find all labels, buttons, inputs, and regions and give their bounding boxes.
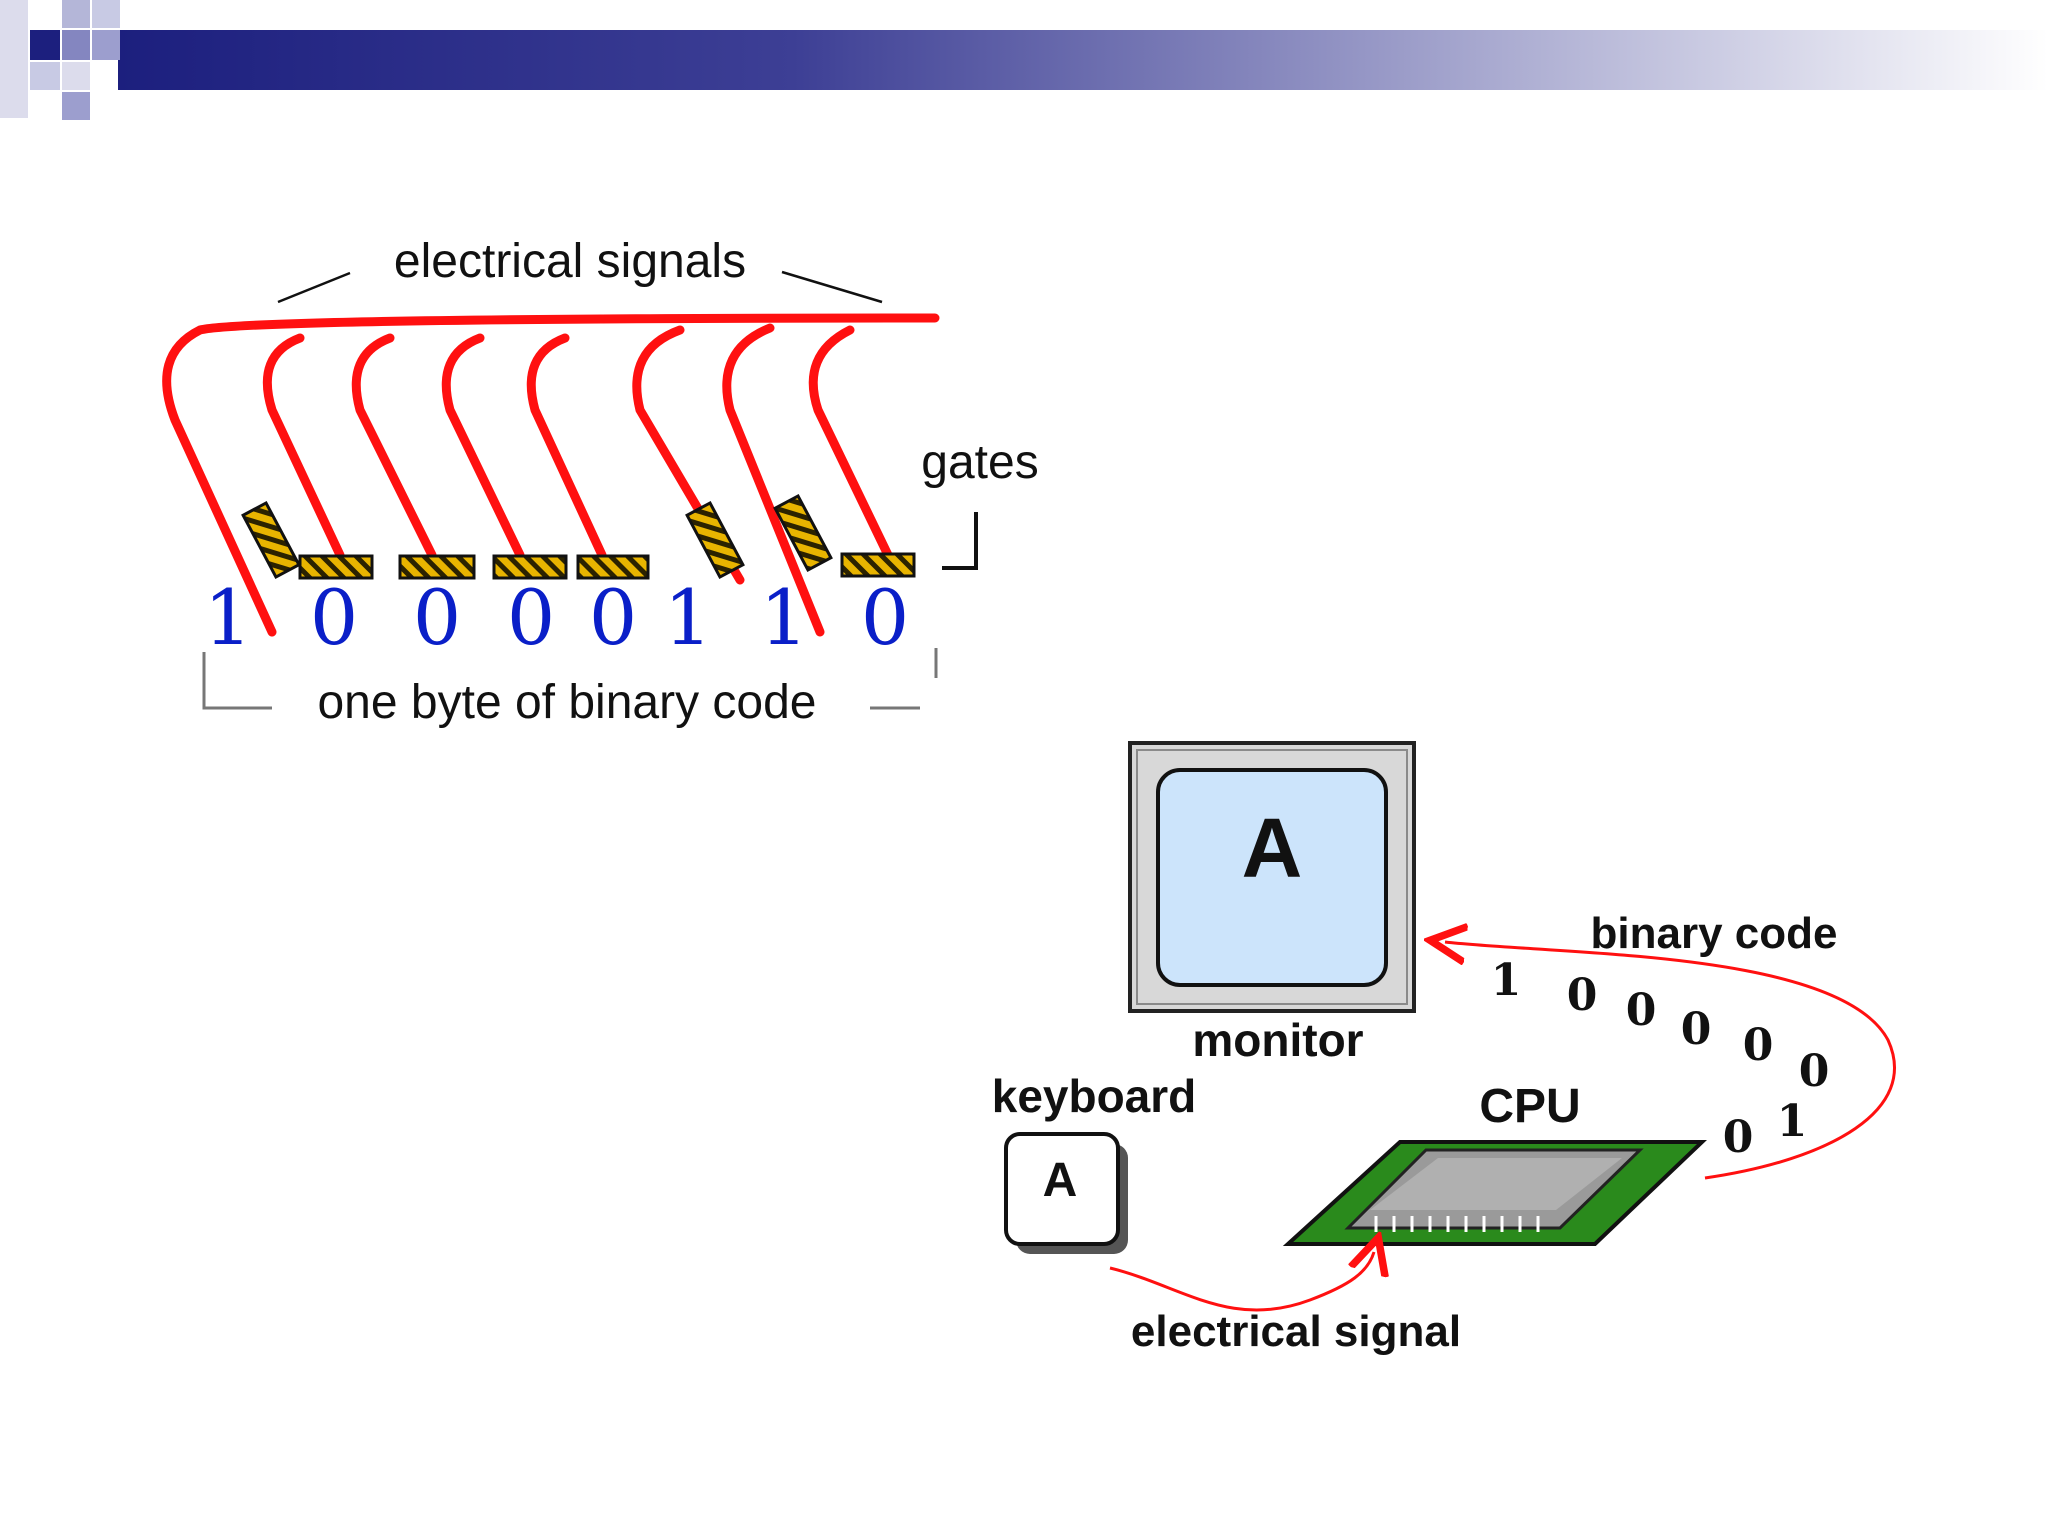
monitor-icon: A	[1128, 741, 1416, 1013]
binary-code-arrow-icon	[1445, 942, 1896, 1180]
cbit-7: 0	[1723, 1112, 1754, 1163]
gate-3	[398, 554, 476, 580]
cbit-1: 1	[1491, 955, 1522, 1006]
bit-5: 0	[589, 573, 637, 662]
gates	[241, 493, 916, 580]
wire-4	[441, 333, 525, 560]
wire-5	[526, 333, 607, 560]
wire-2	[262, 333, 345, 560]
bit-7: 1	[760, 573, 808, 662]
gates-label: gates	[921, 436, 1038, 489]
byte-bits: 1 0 0 0 0 1 1 0	[204, 573, 909, 662]
bit-6: 1	[664, 573, 712, 662]
wire-8	[808, 325, 893, 560]
bit-8: 0	[861, 573, 909, 662]
electrical-signal-arrow-icon	[1109, 1252, 1374, 1312]
cbit-3: 0	[1626, 985, 1657, 1036]
bit-4: 0	[507, 573, 555, 662]
cpu-chip-icon	[1282, 1140, 1707, 1246]
signals-bracket-left	[277, 271, 351, 304]
cbit-5: 0	[1743, 1020, 1774, 1071]
bit-3: 0	[413, 573, 461, 662]
bit-1: 1	[204, 573, 252, 662]
gate-1	[241, 500, 301, 580]
wire-3	[351, 333, 437, 560]
electrical-signal-label: electrical signal	[1131, 1307, 1461, 1356]
gate-5	[576, 554, 650, 580]
monitor-char: A	[1242, 801, 1303, 895]
cbit-4: 0	[1681, 1004, 1712, 1055]
keyboard-label: keyboard	[992, 1070, 1197, 1122]
byte-label: one byte of binary code	[317, 676, 816, 729]
byte-diagram: electrical signals gates	[162, 235, 1039, 729]
gate-7	[773, 493, 833, 573]
cpu-pins	[1374, 1216, 1540, 1232]
signal-wires	[162, 313, 940, 637]
gates-bracket	[942, 512, 978, 570]
bit-2: 0	[310, 573, 358, 662]
key-char: A	[1043, 1154, 1078, 1207]
io-diagram: A monitor keyboard A CPU	[992, 741, 1896, 1356]
gate-2	[298, 554, 374, 580]
cpu-chip-top	[1370, 1158, 1622, 1210]
gate-6	[685, 500, 745, 580]
electrical-signals-label: electrical signals	[394, 235, 746, 288]
signals-bracket-right	[781, 270, 883, 304]
header-squares-icon	[0, 0, 120, 120]
cbit-8: 1	[1777, 1096, 1808, 1147]
byte-bracket	[202, 648, 938, 710]
wire-7	[722, 323, 825, 637]
cpu-label: CPU	[1479, 1080, 1580, 1133]
header-bar	[0, 0, 2048, 120]
binary-code-label: binary code	[1591, 909, 1838, 958]
gate-4	[492, 554, 568, 580]
wire-6	[632, 325, 745, 585]
cbit-2: 0	[1567, 970, 1598, 1021]
monitor-screen	[1156, 768, 1388, 987]
keyboard-key-icon: A	[1004, 1132, 1128, 1254]
cbit-6: 0	[1799, 1046, 1830, 1097]
binary-code-bits: 1 0 0 0 0 0 0 1	[1491, 955, 1830, 1163]
wire-1	[162, 313, 940, 637]
gate-8	[840, 552, 916, 578]
monitor-label: monitor	[1192, 1014, 1363, 1066]
